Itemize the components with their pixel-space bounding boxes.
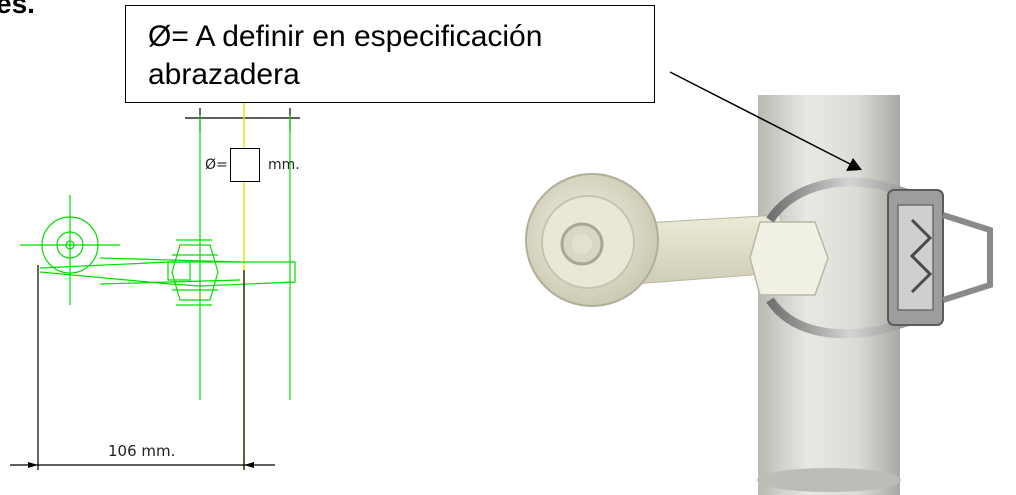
nut (749, 221, 829, 296)
diameter-prefix-label: Ø= (205, 157, 228, 173)
callout-box: Ø= A definir en especificación abrazader… (125, 5, 655, 103)
clamp-photo (525, 95, 993, 495)
latch (887, 189, 993, 326)
steel-strap (755, 177, 932, 339)
callout-arrow (669, 71, 862, 171)
diameter-unit-label: mm. (268, 157, 300, 173)
diameter-value-box (230, 148, 260, 182)
callout-line-1: Ø= A definir en especificación (148, 20, 543, 53)
callout-line-2: abrazadera (148, 58, 300, 91)
length-dimension-label: 106 mm. (108, 442, 176, 460)
section-heading: es. (0, 0, 35, 19)
gear-wheel (525, 173, 659, 307)
